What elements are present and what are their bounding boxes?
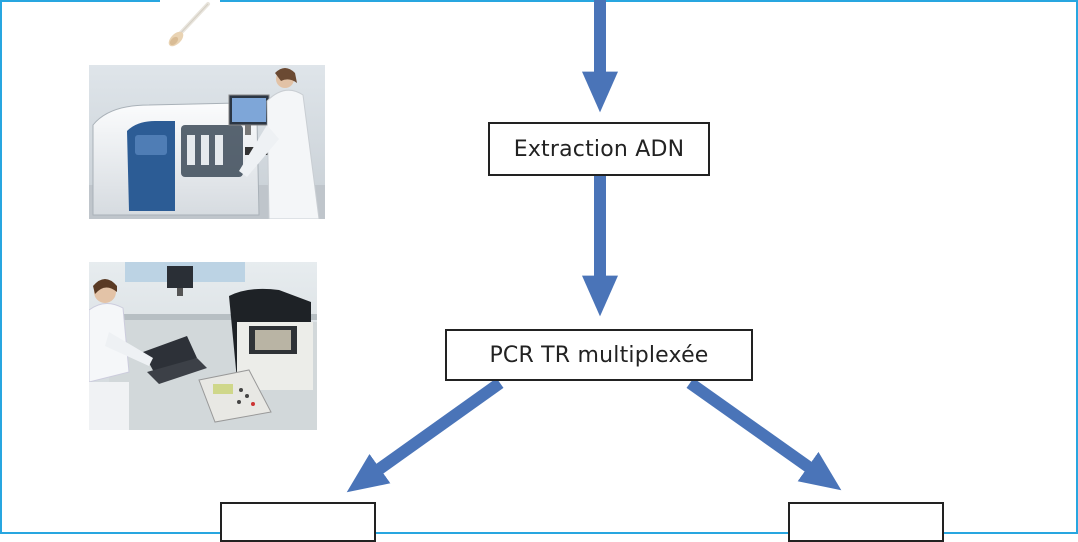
pcr-lab-image [89, 262, 317, 430]
arrow-pcr-to-right-result [686, 378, 842, 491]
extractor-lab-image [89, 65, 325, 219]
extraction-adn-box: Extraction ADN [488, 122, 710, 176]
swab-image [160, 0, 220, 52]
pcr-label: PCR TR multiplexée [489, 342, 709, 368]
result-box-left [220, 502, 376, 542]
arrow-pcr-to-left-result [346, 378, 504, 493]
flow-arrows [346, 0, 842, 493]
extraction-adn-label: Extraction ADN [513, 136, 685, 162]
pcr-box: PCR TR multiplexée [445, 329, 753, 381]
result-box-right [788, 502, 944, 542]
